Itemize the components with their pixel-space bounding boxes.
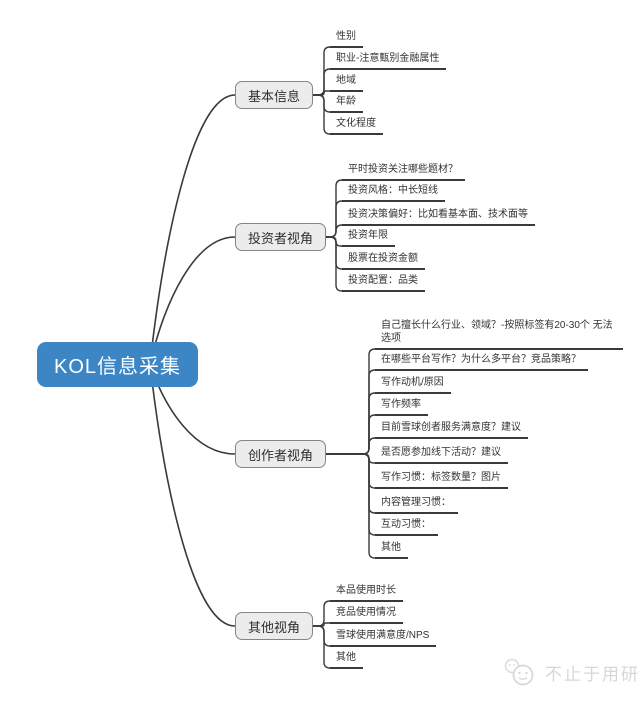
leaf-topic-basic-info-1[interactable]: 职业-注意甄别金融属性: [330, 52, 447, 70]
leaf-topic-creator-view-1[interactable]: 在哪些平台写作？为什么多平台？竞品策略？: [375, 353, 588, 371]
watermark-text: 不止于用研: [545, 664, 640, 684]
mindmap-root-node[interactable]: KOL信息采集: [37, 342, 198, 387]
leaf-topic-investor-view-0[interactable]: 平时投资关注哪些题材？: [342, 163, 465, 181]
connector-line: [325, 236, 346, 292]
leaf-topic-other-view-2[interactable]: 雪球使用满意度/NPS: [330, 629, 437, 647]
connector-line: [312, 94, 334, 135]
leaf-topic-creator-view-2[interactable]: 写作动机/原因: [375, 376, 451, 394]
leaf-topic-basic-info-3[interactable]: 年龄: [330, 95, 363, 113]
leaf-topic-other-view-1[interactable]: 竞品使用情况: [330, 606, 403, 624]
leaf-topic-creator-view-7[interactable]: 内容管理习惯：: [375, 496, 458, 514]
connector-line: [325, 453, 379, 536]
leaf-topic-investor-view-1[interactable]: 投资风格：中长短线: [342, 184, 445, 202]
leaf-topic-creator-view-0[interactable]: 自己擅长什么行业、领域？-按照标签有20-30个 无法选项: [375, 319, 623, 350]
connector-line: [149, 236, 236, 365]
leaf-topic-creator-view-3[interactable]: 写作频率: [375, 398, 428, 416]
leaf-topic-creator-view-9[interactable]: 其他: [375, 541, 408, 559]
leaf-topic-creator-view-5[interactable]: 是否愿参加线下活动？建议: [375, 446, 508, 464]
leaf-topic-other-view-3[interactable]: 其他: [330, 651, 363, 669]
chat-smiley-icon: [504, 658, 534, 686]
connector-line: [325, 437, 379, 455]
connector-line: [325, 453, 379, 489]
leaf-topic-investor-view-5[interactable]: 投资配置：品类: [342, 274, 425, 292]
branch-node-basic-info[interactable]: 基本信息: [235, 81, 313, 109]
leaf-topic-investor-view-2[interactable]: 投资决策偏好：比如看基本面、技术面等: [342, 208, 535, 226]
branch-node-creator-view[interactable]: 创作者视角: [235, 440, 326, 468]
connector-line: [325, 453, 379, 559]
leaf-topic-investor-view-4[interactable]: 股票在投资金额: [342, 252, 425, 270]
connector-line: [149, 94, 236, 365]
connector-line: [312, 625, 334, 669]
leaf-topic-basic-info-2[interactable]: 地域: [330, 74, 363, 92]
watermark: 不止于用研: [502, 656, 640, 688]
connector-line: [312, 622, 334, 627]
leaf-topic-basic-info-4[interactable]: 文化程度: [330, 117, 383, 135]
connector-line: [312, 90, 334, 96]
connector-line: [149, 363, 236, 627]
leaf-topic-other-view-0[interactable]: 本品使用时长: [330, 584, 403, 602]
leaf-topic-investor-view-3[interactable]: 投资年限: [342, 229, 395, 247]
branch-node-investor-view[interactable]: 投资者视角: [235, 223, 326, 251]
connector-line: [325, 392, 379, 455]
leaf-topic-creator-view-6[interactable]: 写作习惯：标签数量？图片: [375, 471, 508, 489]
leaf-topic-basic-info-0[interactable]: 性别: [330, 30, 363, 48]
branch-node-other-view[interactable]: 其他视角: [235, 612, 313, 640]
connector-line: [325, 414, 379, 455]
connector-line: [325, 369, 379, 455]
connector-line: [325, 348, 379, 455]
leaf-topic-creator-view-8[interactable]: 互动习惯：: [375, 518, 438, 536]
connector-line: [325, 453, 379, 464]
leaf-topic-creator-view-4[interactable]: 目前雪球创者服务满意度？建议: [375, 421, 528, 439]
